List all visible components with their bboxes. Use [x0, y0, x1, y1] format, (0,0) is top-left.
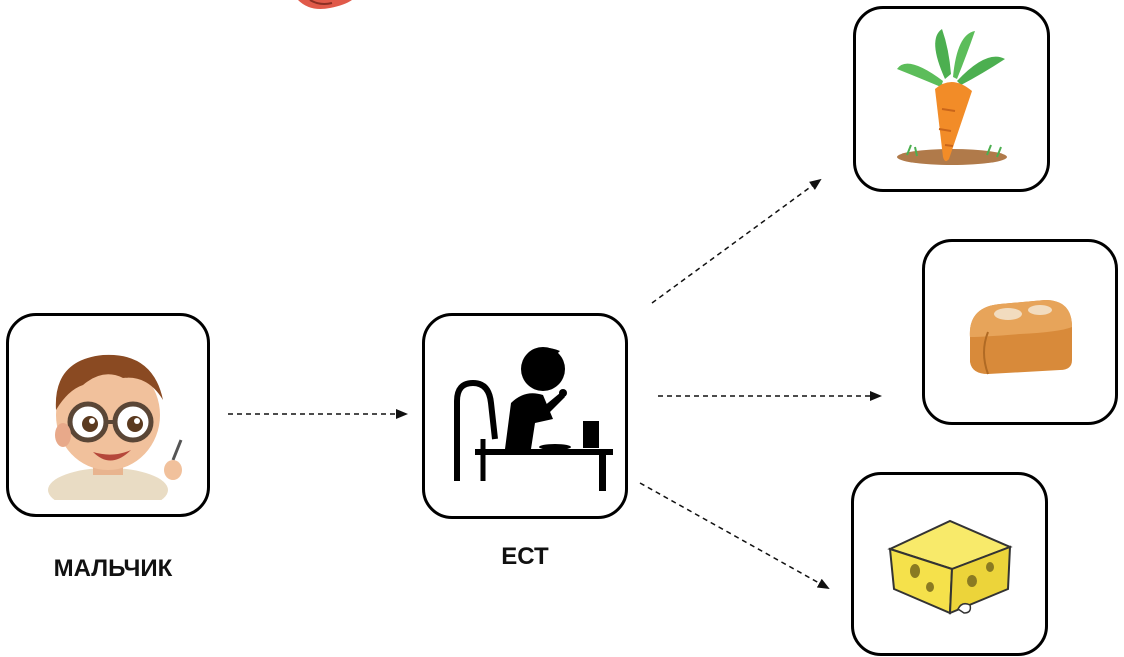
- cheese-icon: [886, 519, 1013, 615]
- arrow-eats-to-carrot: [651, 178, 822, 304]
- boy-cartoon-icon: [48, 354, 183, 500]
- carrot-icon: [896, 29, 1007, 165]
- cheese-card: [851, 472, 1048, 656]
- person-eating-at-table-icon: [454, 347, 613, 491]
- bread-card: [922, 239, 1118, 425]
- carrot-card: [853, 6, 1050, 192]
- bread-loaf-icon: [969, 300, 1072, 375]
- cropped-image-fragment: [298, 0, 352, 9]
- eats-card: [422, 313, 628, 519]
- boy-card: [6, 313, 210, 517]
- action-label: ЕСТ: [501, 543, 549, 570]
- arrow-eats-to-cheese: [639, 482, 830, 589]
- subject-label: МАЛЬЧИК: [53, 555, 173, 582]
